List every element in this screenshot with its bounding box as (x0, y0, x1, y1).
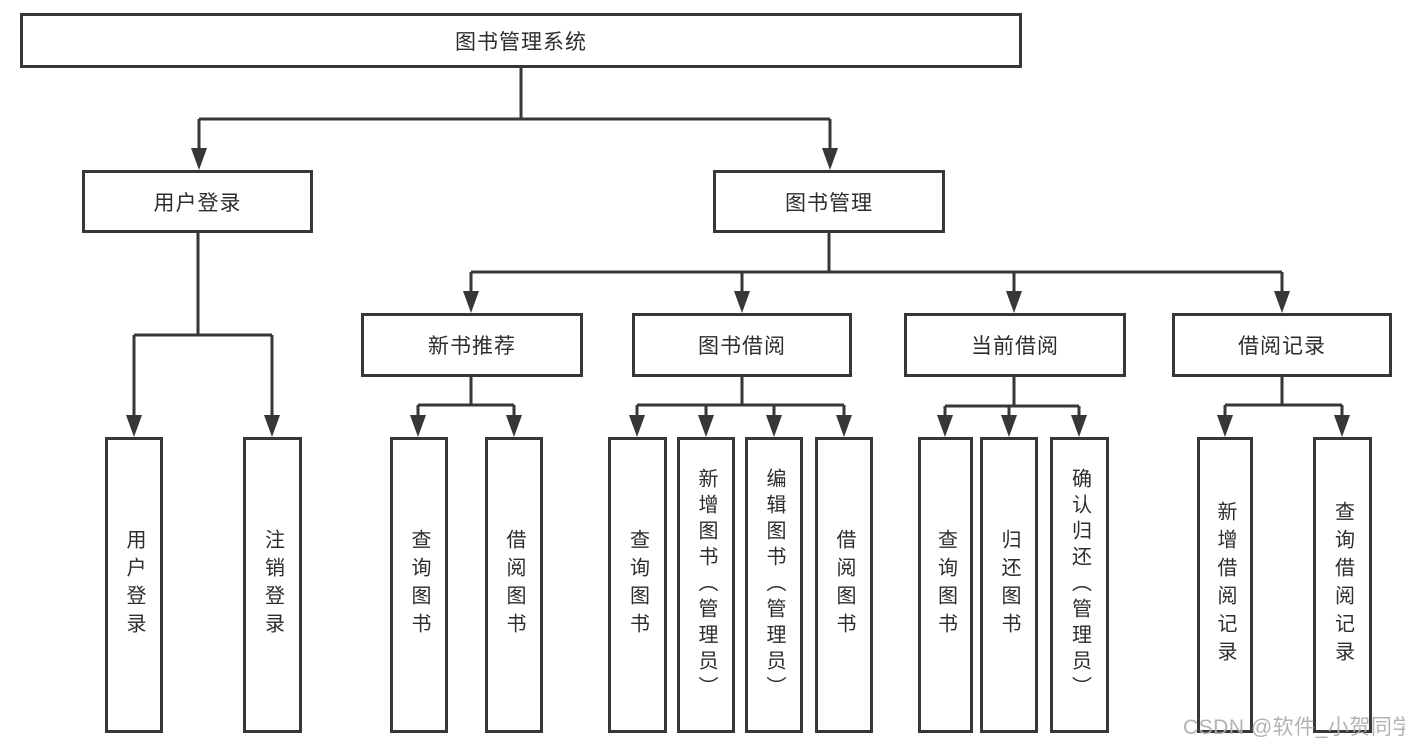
node-current-borrow: 当前借阅 (904, 313, 1126, 377)
leaf-label: 借阅图书 (833, 529, 855, 641)
csdn-watermark: CSDN @软件_小贺同学 (1183, 716, 1405, 739)
node-label: 借阅记录 (1238, 335, 1326, 358)
node-book-management: 图书管理 (713, 170, 945, 233)
leaf-label: 编辑图书（管理员） (763, 468, 785, 702)
leaf-query-books-recommend: 查询图书 (390, 437, 448, 733)
node-label: 用户登录 (153, 191, 242, 215)
leaf-label: 查询图书 (626, 529, 649, 641)
node-label: 图书借阅 (698, 335, 786, 358)
leaf-edit-books-admin: 编辑图书（管理员） (745, 437, 803, 733)
leaf-label: 新增图书（管理员） (695, 468, 717, 702)
leaf-label: 新增借阅记录 (1214, 501, 1236, 669)
leaf-label: 查询图书 (408, 529, 430, 641)
node-label: 新书推荐 (428, 335, 516, 358)
leaf-query-borrow-record: 查询借阅记录 (1313, 437, 1372, 733)
leaf-borrow-books-recommend: 借阅图书 (485, 437, 543, 733)
node-label: 当前借阅 (971, 335, 1059, 358)
leaf-confirm-return-admin: 确认归还（管理员） (1050, 437, 1109, 733)
leaf-label: 借阅图书 (503, 529, 525, 641)
node-borrow-records: 借阅记录 (1172, 313, 1392, 377)
leaf-logout: 注销登录 (243, 437, 302, 733)
node-new-book-recommend: 新书推荐 (361, 313, 583, 377)
leaf-label: 查询借阅记录 (1331, 501, 1354, 669)
leaf-label: 注销登录 (261, 529, 284, 641)
node-label: 图书管理 (785, 191, 873, 215)
leaf-query-books-borrow: 查询图书 (608, 437, 667, 733)
node-book-borrow: 图书借阅 (632, 313, 852, 377)
node-label: 图书管理系统 (455, 30, 587, 54)
leaf-add-books-admin: 新增图书（管理员） (677, 437, 735, 733)
leaf-add-borrow-record: 新增借阅记录 (1197, 437, 1253, 733)
leaf-user-login: 用户登录 (105, 437, 163, 733)
leaf-label: 归还图书 (998, 529, 1020, 641)
leaf-borrow-books-borrow: 借阅图书 (815, 437, 873, 733)
leaf-label: 查询图书 (934, 529, 957, 641)
leaf-label: 用户登录 (123, 529, 145, 641)
leaf-return-books: 归还图书 (980, 437, 1038, 733)
leaf-query-books-current: 查询图书 (918, 437, 973, 733)
node-user-login: 用户登录 (82, 170, 313, 233)
node-library-management-system: 图书管理系统 (20, 13, 1022, 68)
leaf-label: 确认归还（管理员） (1068, 468, 1091, 702)
